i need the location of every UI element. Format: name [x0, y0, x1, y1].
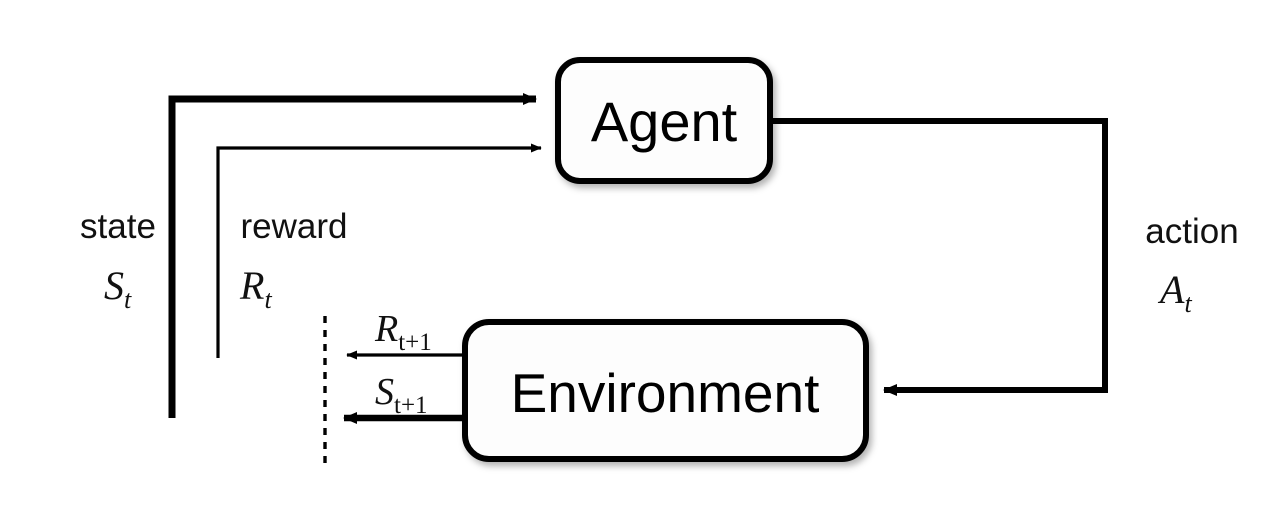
- action-symbol-group: At: [1157, 267, 1192, 318]
- reward-subscript: t: [264, 285, 272, 314]
- reward-label-text: reward: [241, 207, 348, 246]
- edge-reward-feedback: [216, 143, 542, 358]
- next-state-subscript: t+1: [394, 392, 428, 419]
- state-symbol: S: [104, 263, 124, 308]
- agent-label: Agent: [591, 90, 738, 153]
- label-next-reward: Rt+1: [374, 308, 432, 356]
- agent-box[interactable]: [555, 57, 773, 184]
- state-symbol-group: St: [104, 263, 132, 314]
- state-subscript: t: [124, 285, 132, 314]
- next-reward-subscript: t+1: [398, 329, 432, 356]
- action-symbol: A: [1157, 267, 1185, 312]
- node-environment[interactable]: Environment: [462, 319, 869, 462]
- edge-state-feedback: [168, 93, 537, 418]
- next-state-symbol-group: St+1: [375, 371, 428, 419]
- reward-symbol-group: Rt: [239, 263, 272, 314]
- label-action: action At: [1145, 212, 1238, 318]
- node-agent[interactable]: Agent: [555, 57, 773, 184]
- next-reward-symbol: R: [374, 308, 398, 350]
- next-reward-symbol-group: Rt+1: [374, 308, 432, 356]
- next-state-symbol: S: [375, 371, 394, 413]
- action-label-text: action: [1145, 212, 1238, 251]
- label-state: state St: [80, 207, 156, 314]
- label-reward: reward Rt: [239, 207, 347, 314]
- label-next-state: St+1: [375, 371, 428, 419]
- state-label-text: state: [80, 207, 156, 246]
- edge-action: [770, 118, 1108, 396]
- action-subscript: t: [1184, 289, 1192, 318]
- environment-label: Environment: [511, 362, 820, 424]
- environment-box[interactable]: [462, 319, 869, 462]
- reward-symbol: R: [239, 263, 264, 308]
